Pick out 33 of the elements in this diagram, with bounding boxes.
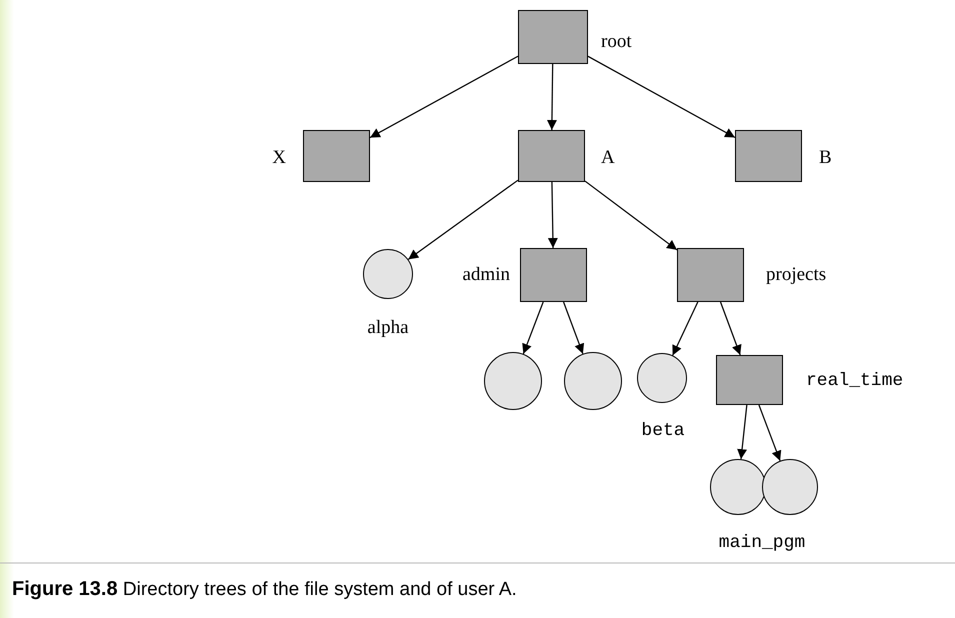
file-label: main_pgm (718, 534, 806, 552)
file-circle (363, 249, 413, 299)
arrow (408, 180, 518, 260)
arrow (584, 180, 678, 250)
arrow (672, 302, 698, 356)
arrow (720, 302, 742, 356)
arrow (522, 302, 544, 354)
directory-box (735, 130, 802, 182)
directory-label: X (272, 148, 286, 167)
directory-label: real_time (806, 372, 904, 390)
figure-caption: Figure 13.8 Directory trees of the file system and of user A. (12, 578, 517, 601)
arrow (563, 302, 584, 354)
directory-label: A (601, 148, 615, 167)
arrow (370, 56, 518, 138)
directory-box (677, 248, 744, 302)
directory-box (303, 130, 370, 182)
directory-box (716, 355, 783, 405)
arrow (548, 182, 558, 248)
arrow (737, 404, 748, 460)
directory-box (518, 10, 588, 64)
directory-label: alpha (367, 318, 409, 337)
file-circle (762, 459, 818, 515)
directory-label: admin (462, 265, 510, 284)
arrow (588, 56, 736, 138)
directory-box (518, 130, 585, 182)
file-circle (637, 353, 687, 403)
directory-label: projects (766, 265, 826, 284)
directory-label: beta (641, 422, 685, 440)
arrow (546, 64, 557, 130)
directory-box (520, 248, 587, 302)
arrow (758, 404, 782, 462)
directory-label: root (601, 32, 632, 51)
directory-label: B (819, 148, 832, 167)
